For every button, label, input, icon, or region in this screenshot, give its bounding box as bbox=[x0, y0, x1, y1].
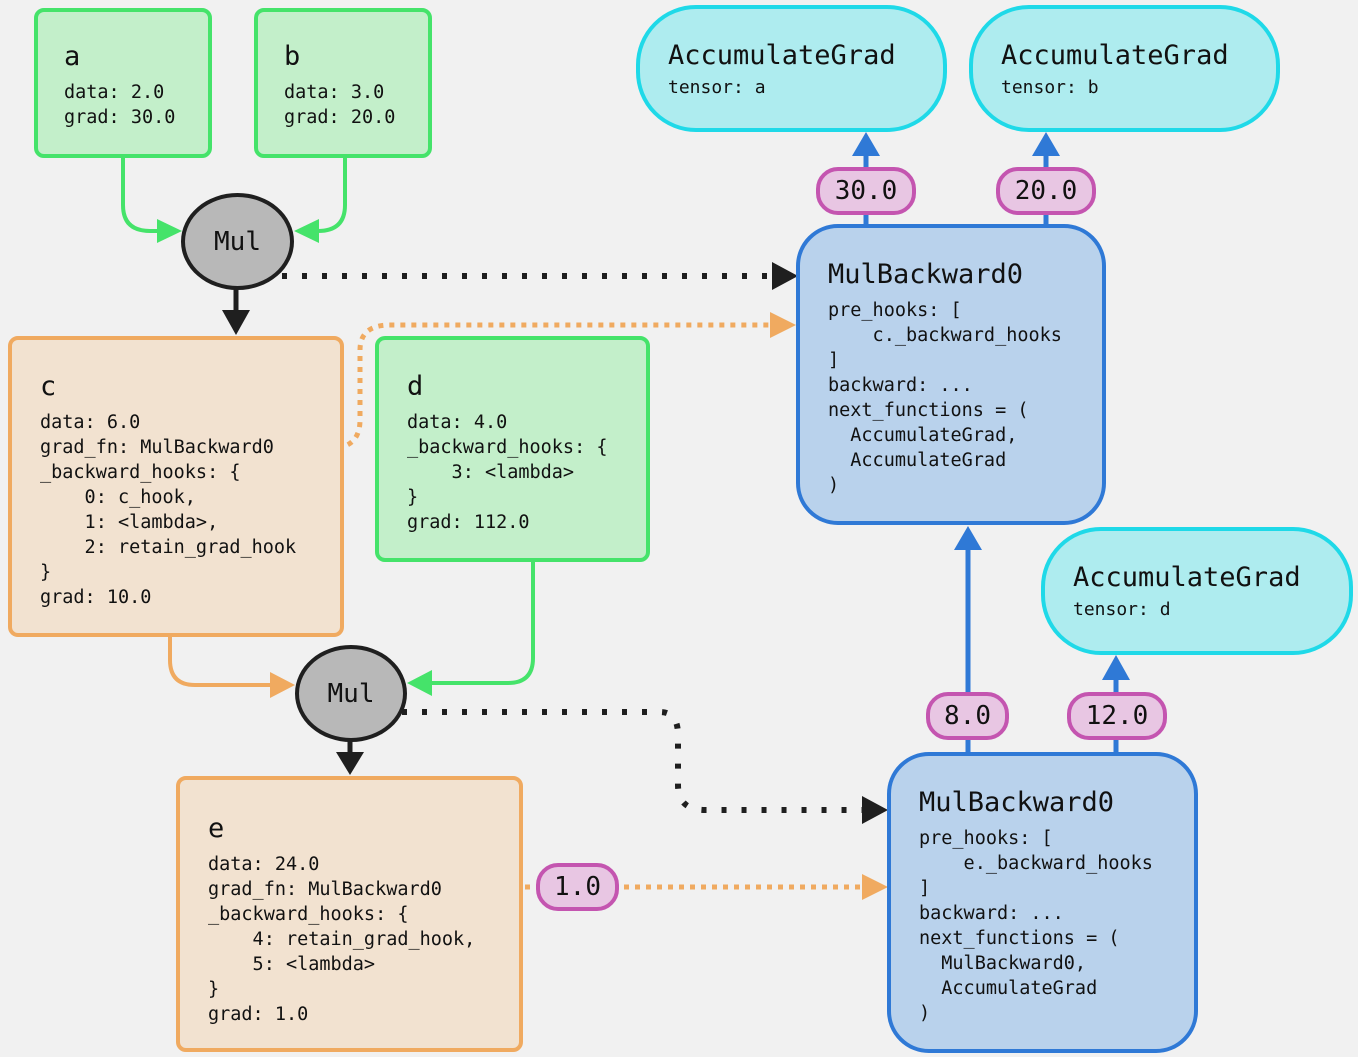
grad-fn-title: MulBackward0 bbox=[828, 259, 1024, 290]
grad-fn-field: AccumulateGrad bbox=[828, 450, 1007, 471]
accumulate-grad-node-a[interactable]: AccumulateGrad tensor: a bbox=[636, 5, 947, 132]
grad-fn-field: MulBackward0, bbox=[919, 953, 1087, 974]
arrowhead-orange bbox=[862, 874, 888, 900]
accumulate-grad-title: AccumulateGrad bbox=[668, 40, 896, 71]
accumulate-grad-title: AccumulateGrad bbox=[1073, 562, 1301, 593]
grad-fn-field: ) bbox=[828, 475, 840, 496]
tensor-field: grad: 112.0 bbox=[407, 512, 530, 533]
arrowhead-orange bbox=[770, 312, 796, 338]
tensor-field: grad_fn: MulBackward0 bbox=[208, 879, 442, 900]
arrowhead-black bbox=[772, 262, 798, 290]
grad-fn-field: next_functions = ( bbox=[828, 400, 1029, 421]
grad-badge-acc-b: 20.0 bbox=[996, 167, 1096, 215]
tensor-field: data: 4.0 bbox=[407, 412, 508, 433]
tensor-field: grad_fn: MulBackward0 bbox=[40, 437, 274, 458]
tensor-field: data: 24.0 bbox=[208, 854, 320, 875]
tensor-field: _backward_hooks: { bbox=[407, 437, 608, 458]
edge-b-to-mul1 bbox=[315, 158, 347, 233]
tensor-node-c[interactable]: c data: 6.0 grad_fn: MulBackward0 _backw… bbox=[8, 336, 344, 637]
accumulate-grad-node-b[interactable]: AccumulateGrad tensor: b bbox=[969, 5, 1280, 132]
arrowhead-blue bbox=[954, 526, 982, 550]
accumulate-grad-node-d[interactable]: AccumulateGrad tensor: d bbox=[1041, 527, 1353, 655]
op-label: Mul bbox=[214, 226, 261, 257]
grad-fn-field: ] bbox=[828, 350, 840, 371]
grad-fn-field: backward: ... bbox=[828, 375, 973, 396]
tensor-name: b bbox=[284, 41, 301, 72]
edge-a-to-mul1 bbox=[121, 158, 160, 233]
tensor-field: grad: 10.0 bbox=[40, 587, 152, 608]
grad-fn-title: MulBackward0 bbox=[919, 787, 1115, 818]
tensor-field: 5: <lambda> bbox=[208, 954, 376, 975]
tensor-node-d[interactable]: d data: 4.0 _backward_hooks: { 3: <lambd… bbox=[375, 336, 650, 562]
arrowhead-blue bbox=[1032, 132, 1060, 156]
tensor-field: 4: retain_grad_hook, bbox=[208, 929, 476, 950]
mulbackward-node-bottom[interactable]: MulBackward0 pre_hooks: [ e._backward_ho… bbox=[887, 752, 1198, 1053]
grad-badge-e-output: 1.0 bbox=[536, 863, 619, 911]
grad-fn-field: pre_hooks: [ bbox=[828, 300, 962, 321]
mul-op-node-1[interactable]: Mul bbox=[181, 193, 294, 290]
tensor-field: _backward_hooks: { bbox=[208, 904, 409, 925]
tensor-name: e bbox=[208, 813, 225, 844]
accumulate-grad-tensor: tensor: d bbox=[1073, 599, 1171, 620]
accumulate-grad-title: AccumulateGrad bbox=[1001, 40, 1229, 71]
arrowhead-black bbox=[862, 796, 888, 824]
grad-fn-field: c._backward_hooks bbox=[828, 325, 1062, 346]
tensor-field: } bbox=[208, 979, 220, 1000]
arrowhead-green bbox=[157, 219, 182, 243]
grad-fn-field: ) bbox=[919, 1003, 931, 1024]
tensor-name: c bbox=[40, 371, 57, 402]
tensor-node-b[interactable]: b data: 3.0 grad: 20.0 bbox=[254, 8, 432, 158]
accumulate-grad-tensor: tensor: a bbox=[668, 77, 766, 98]
grad-fn-field: next_functions = ( bbox=[919, 928, 1120, 949]
grad-badge-acc-d: 12.0 bbox=[1067, 692, 1167, 740]
grad-fn-field: e._backward_hooks bbox=[919, 853, 1153, 874]
edge-d-to-mul2 bbox=[430, 561, 535, 685]
arrowhead-green bbox=[407, 670, 432, 696]
mulbackward-node-top[interactable]: MulBackward0 pre_hooks: [ c._backward_ho… bbox=[796, 224, 1106, 525]
grad-badge-acc-a: 30.0 bbox=[816, 167, 916, 215]
arrowhead-black bbox=[222, 310, 250, 335]
arrowhead-blue bbox=[1102, 655, 1130, 680]
tensor-field: 1: <lambda>, bbox=[40, 512, 219, 533]
arrowhead-green bbox=[294, 219, 319, 243]
tensor-data: data: 2.0 bbox=[64, 82, 165, 103]
tensor-field: grad: 1.0 bbox=[208, 1004, 309, 1025]
arrowhead-black bbox=[336, 752, 364, 775]
tensor-field: } bbox=[407, 487, 419, 508]
edge-c-to-mul2 bbox=[168, 636, 272, 687]
tensor-field: 3: <lambda> bbox=[407, 462, 575, 483]
grad-fn-field: ] bbox=[919, 878, 931, 899]
tensor-field: _backward_hooks: { bbox=[40, 462, 241, 483]
mul-op-node-2[interactable]: Mul bbox=[295, 645, 407, 742]
grad-fn-field: pre_hooks: [ bbox=[919, 828, 1053, 849]
tensor-field: 2: retain_grad_hook bbox=[40, 537, 297, 558]
tensor-field: 0: c_hook, bbox=[40, 487, 196, 508]
tensor-name: d bbox=[407, 371, 424, 402]
arrowhead-blue bbox=[852, 132, 880, 156]
tensor-node-a[interactable]: a data: 2.0 grad: 30.0 bbox=[34, 8, 212, 158]
grad-fn-field: AccumulateGrad bbox=[919, 978, 1098, 999]
tensor-field: data: 6.0 bbox=[40, 412, 141, 433]
grad-fn-field: AccumulateGrad, bbox=[828, 425, 1018, 446]
tensor-grad: grad: 20.0 bbox=[284, 107, 396, 128]
arrowhead-orange bbox=[270, 672, 295, 698]
accumulate-grad-tensor: tensor: b bbox=[1001, 77, 1099, 98]
grad-badge-mulbackward-top: 8.0 bbox=[926, 692, 1009, 740]
tensor-data: data: 3.0 bbox=[284, 82, 385, 103]
grad-fn-field: backward: ... bbox=[919, 903, 1064, 924]
tensor-node-e[interactable]: e data: 24.0 grad_fn: MulBackward0 _back… bbox=[176, 776, 523, 1052]
edge-c-gradfn-to-mulbackward-top bbox=[326, 322, 770, 449]
op-label: Mul bbox=[327, 678, 375, 709]
tensor-grad: grad: 30.0 bbox=[64, 107, 176, 128]
tensor-field: } bbox=[40, 562, 52, 583]
tensor-name: a bbox=[64, 41, 81, 72]
